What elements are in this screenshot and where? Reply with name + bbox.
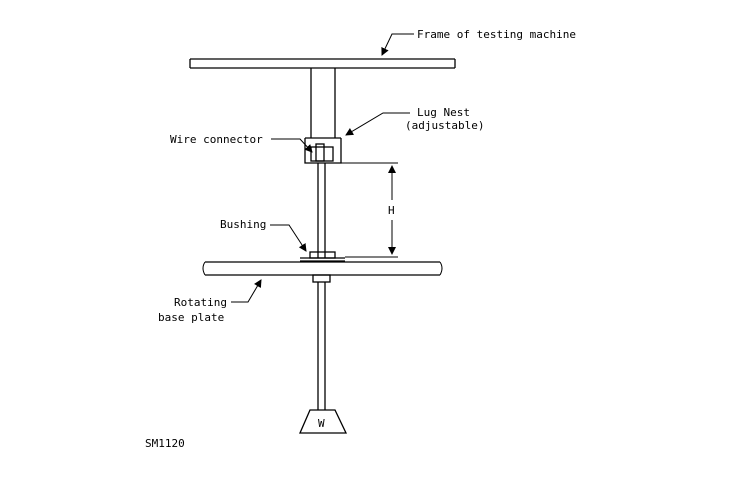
machine-frame-beam [189,58,456,69]
rotating-label-line2: base plate [158,311,224,324]
lug-nest-label-line2: (adjustable) [405,119,484,132]
frame-leader [381,33,414,56]
bushing-label: Bushing [220,218,266,231]
rotating-label-line1: Rotating [174,296,227,309]
frame-label: Frame of testing machine [417,28,576,41]
figure-id-label: SM1120 [145,437,185,450]
frame-column [310,68,336,138]
weight-label: W [318,417,325,430]
test-wire [317,163,326,258]
height-dimension [341,162,398,258]
lug-nest-leader [345,112,410,136]
bushing-part [300,251,345,262]
bushing-leader [270,224,307,252]
wire-connector-leader [271,138,313,153]
rotating-base-plate [202,261,443,283]
lug-nest-label-line1: Lug Nest [417,106,470,119]
weight-block [299,409,348,434]
wire-connector-label: Wire connector [170,133,263,146]
wire-connector [315,143,325,162]
rotating-plate-leader [231,279,262,303]
lower-rod [317,282,326,410]
height-label: H [388,204,395,217]
